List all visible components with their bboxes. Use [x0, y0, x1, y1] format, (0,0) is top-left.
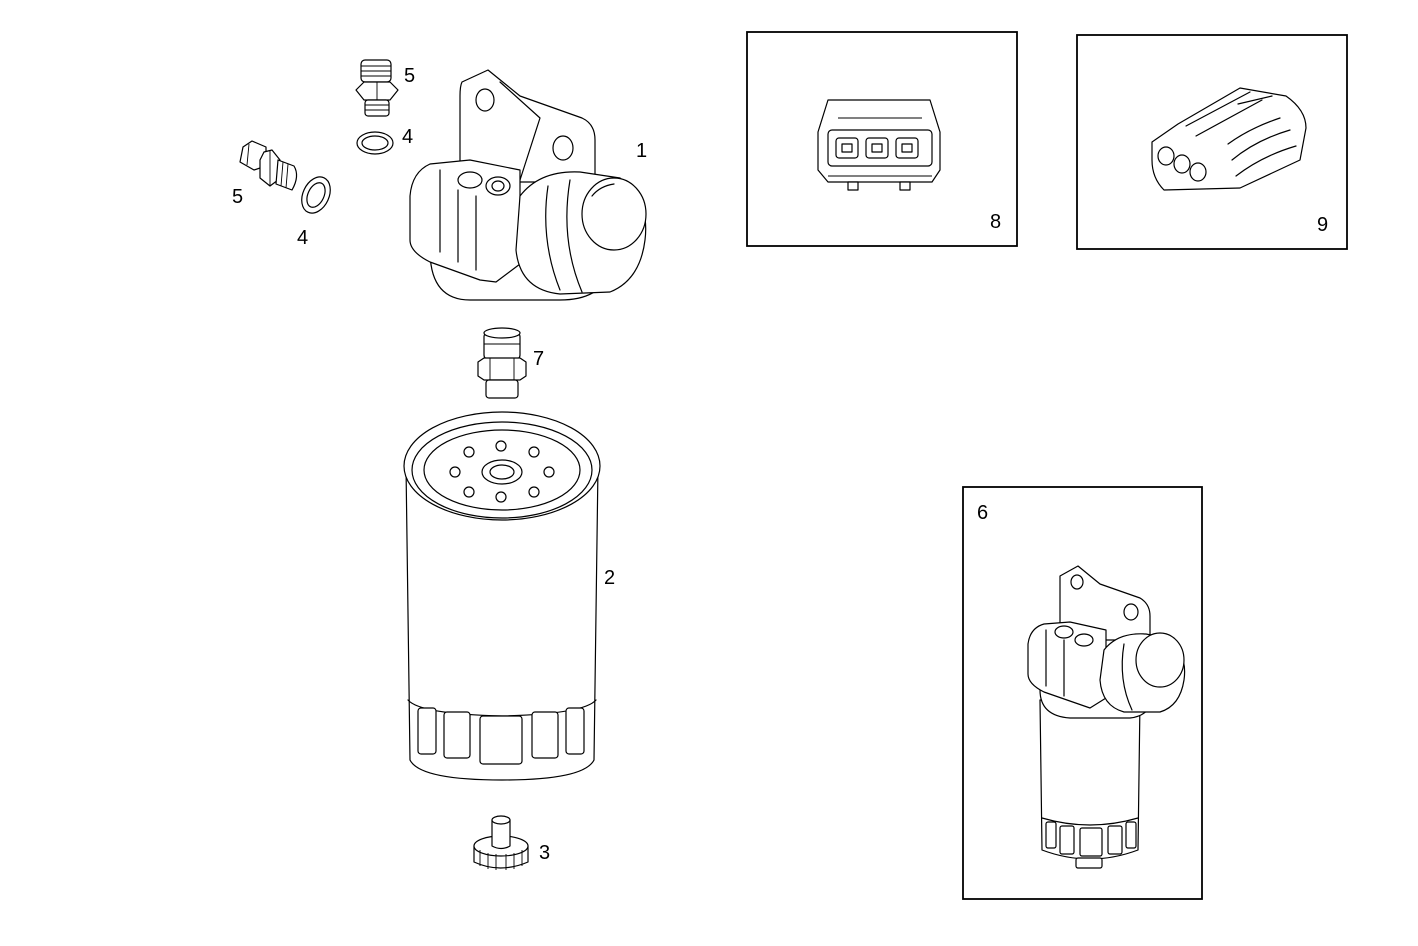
- seal-ring-left: [301, 176, 331, 214]
- filter-cartridge: [403, 411, 601, 781]
- label-filter-cartridge: 2: [604, 567, 615, 589]
- seal-ring-top: [356, 131, 394, 155]
- filter-assembly-box: [962, 486, 1203, 900]
- label-connector-9: 9: [1317, 214, 1328, 236]
- label-seal-ring-left: 4: [297, 227, 308, 249]
- nipple: [477, 327, 527, 399]
- label-fitting-top: 5: [404, 65, 415, 87]
- label-connector-8: 8: [990, 211, 1001, 233]
- label-seal-ring-top: 4: [402, 126, 413, 148]
- drain-plug: [473, 815, 529, 870]
- fitting-top: [355, 59, 399, 117]
- label-nipple: 7: [533, 348, 544, 370]
- label-fitting-left: 5: [232, 186, 243, 208]
- filter-housing: [409, 69, 647, 301]
- fitting-left: [239, 140, 298, 191]
- connector-8-box: [746, 31, 1018, 247]
- connector-9-box: [1076, 34, 1348, 250]
- label-filter-assembly: 6: [977, 502, 988, 524]
- label-drain-plug: 3: [539, 842, 550, 864]
- label-housing: 1: [636, 140, 647, 162]
